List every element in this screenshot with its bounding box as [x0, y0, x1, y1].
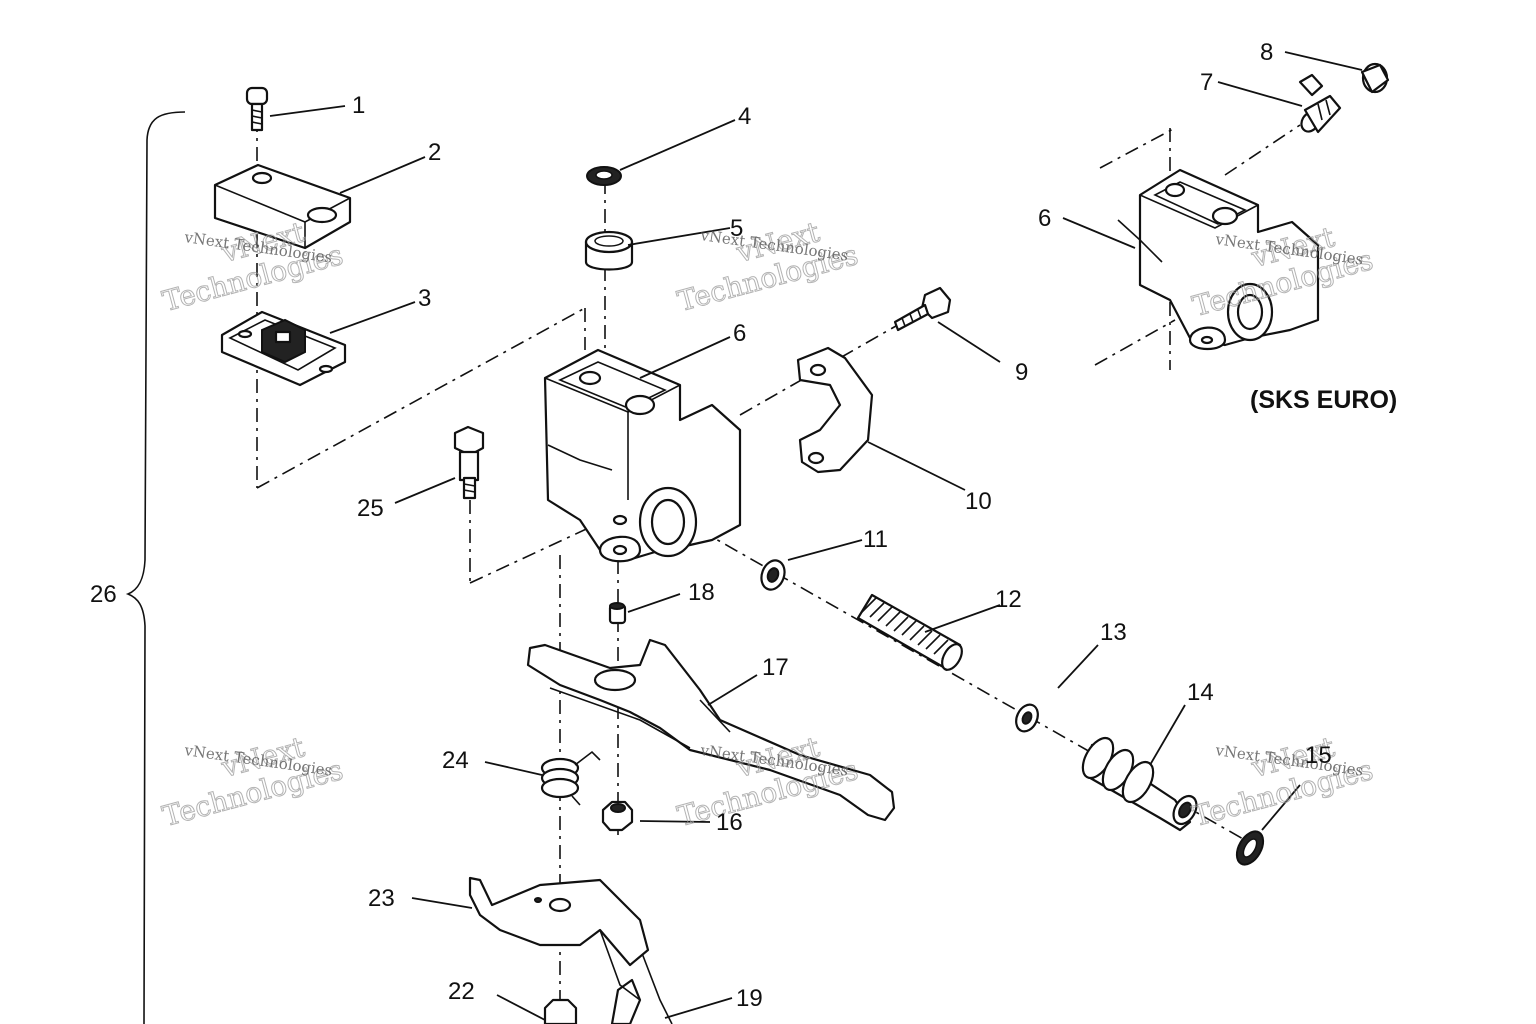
callout-18: 18 [688, 579, 715, 606]
part-lever-17 [526, 638, 896, 822]
callout-15: 15 [1305, 742, 1332, 769]
callout-2: 2 [428, 139, 441, 166]
part-pin-18 [608, 602, 627, 625]
part-washer-13 [1015, 703, 1039, 733]
callout-6b: 6 [1038, 205, 1051, 232]
part-cover-2 [213, 163, 352, 250]
part-bracket-23 [468, 876, 650, 1001]
callout-23: 23 [368, 885, 395, 912]
callout-10: 10 [965, 488, 992, 515]
part-diaphragm-3 [220, 310, 347, 387]
callout-16: 16 [716, 809, 743, 836]
variant-label: (SKS EURO) [1250, 386, 1397, 414]
part-bolt-25 [453, 425, 485, 500]
assembly-bracket [125, 111, 186, 1024]
part-screw-1 [245, 86, 269, 132]
callout-3: 3 [418, 285, 431, 312]
callouts: 1 2 3 4 5 6 6 7 8 9 10 11 12 13 14 15 16… [90, 39, 1332, 1012]
callout-17: 17 [762, 654, 789, 681]
part-switch-19 [610, 947, 673, 1024]
callout-14: 14 [1187, 679, 1214, 706]
callout-12: 12 [995, 586, 1022, 613]
part-bolt-9 [893, 286, 952, 332]
part-spring-12 [856, 593, 963, 671]
variant-sks-euro [1117, 62, 1390, 351]
part-nut-16 [601, 800, 634, 832]
callout-13: 13 [1100, 619, 1127, 646]
part-washer-4 [586, 166, 622, 186]
part-master-cylinder-6 [543, 348, 742, 563]
part-clamp-10 [796, 346, 874, 474]
callout-4: 4 [738, 103, 751, 130]
callout-6: 6 [733, 320, 746, 347]
callout-5: 5 [730, 215, 743, 242]
callout-11: 11 [863, 526, 888, 553]
part-nut-22 [543, 998, 578, 1024]
callout-19: 19 [736, 985, 763, 1012]
part-piston-14 [1081, 736, 1198, 832]
part-spring-24 [540, 750, 601, 806]
callout-8: 8 [1260, 39, 1273, 66]
part-bushing-5 [584, 230, 634, 271]
callout-1: 1 [352, 92, 365, 119]
callout-9: 9 [1015, 359, 1028, 386]
callout-24: 24 [442, 747, 469, 774]
callout-25: 25 [357, 495, 384, 522]
part-oring-15 [1235, 830, 1265, 866]
callout-22: 22 [448, 978, 475, 1005]
leader-lines [269, 51, 1363, 1021]
part-washer-11 [760, 559, 786, 591]
callout-26: 26 [90, 581, 117, 608]
callout-7: 7 [1200, 69, 1213, 96]
